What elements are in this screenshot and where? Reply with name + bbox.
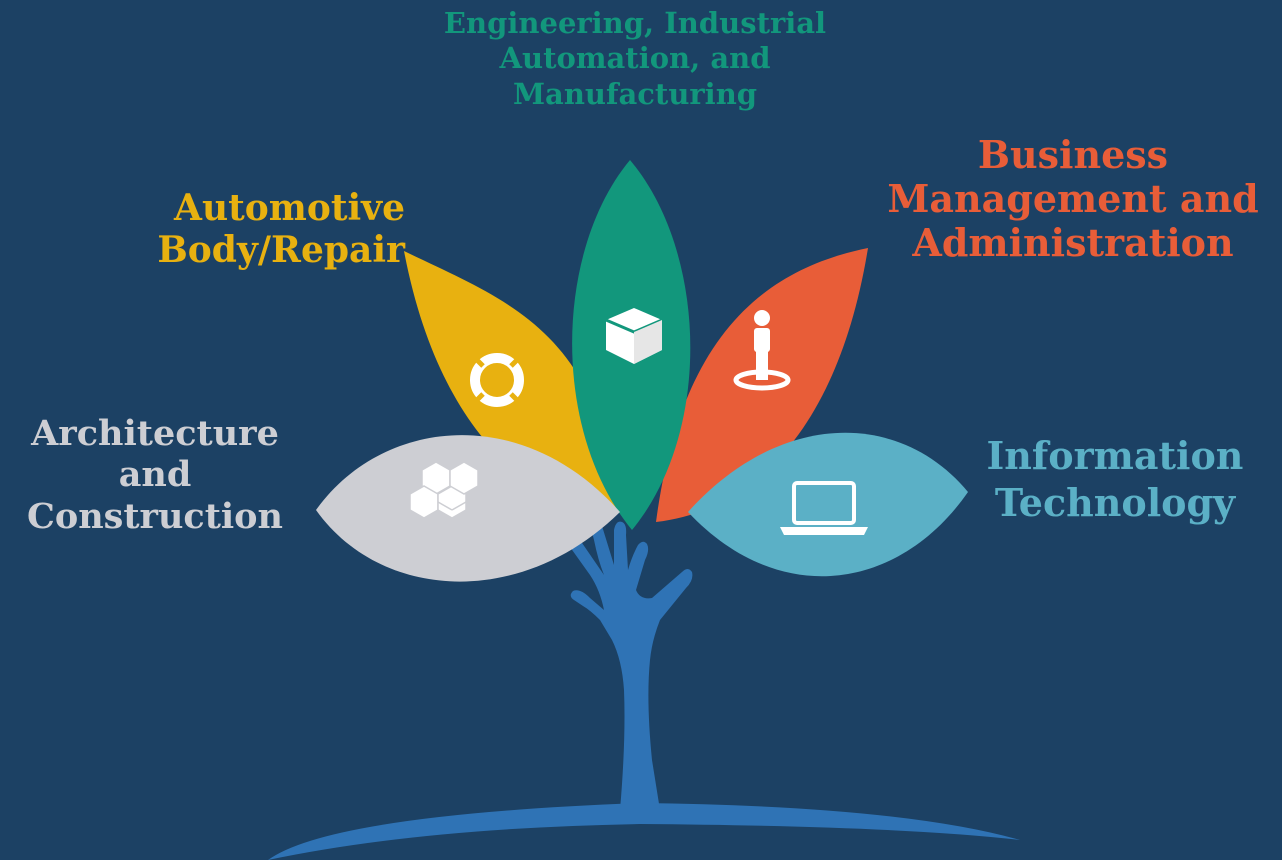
laptop-icon: [780, 481, 868, 535]
hand-shape: [563, 519, 693, 810]
label-architecture: Architecture and Construction: [27, 413, 283, 537]
ground-arc: [268, 803, 1020, 860]
leaf-architecture: [316, 435, 620, 582]
label-engineering: Engineering, Industrial Automation, and …: [443, 6, 827, 111]
leaf-information-technology: [688, 432, 968, 577]
hand-trunk: [268, 519, 1020, 860]
leaf-business: [656, 248, 868, 522]
label-automotive: Automotive Body/Repair: [157, 187, 405, 271]
leaf-automotive: [404, 251, 618, 509]
label-business: Business Management and Administration: [887, 132, 1259, 266]
person-on-target-icon: [733, 310, 791, 391]
stacked-cubes-icon: [409, 461, 479, 519]
cube-icon: [605, 308, 663, 364]
label-information-technology: Information Technology: [986, 433, 1244, 526]
lifebuoy-icon: [470, 353, 524, 407]
